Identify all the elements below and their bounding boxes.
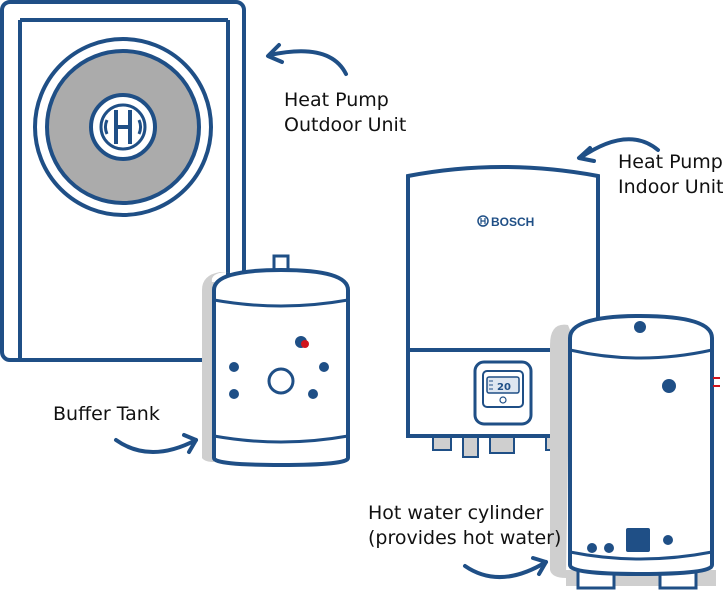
indoor-unit-label-line2: Indoor Unit [618, 176, 724, 198]
controller-screen [486, 376, 520, 394]
controller-display-value: 20 [497, 382, 511, 393]
cylinder-sensor [662, 379, 676, 393]
curved-arrow-icon [463, 556, 548, 579]
hot-water-cylinder [550, 313, 720, 590]
hot-water-cylinder-label-line2: (provides hot water) [368, 527, 562, 549]
hot-water-cylinder-label-line1: Hot water cylinder [368, 502, 544, 524]
buffer-tank-shadow [202, 272, 230, 462]
cylinder-port [604, 543, 614, 553]
cylinder-port [663, 535, 673, 545]
indoor-unit-label-line1: Heat Pump [618, 151, 723, 173]
buffer-tank-port [229, 389, 239, 399]
cylinder-port [587, 543, 597, 553]
bosch-logo-icon [89, 93, 157, 161]
cylinder-top-seam [569, 348, 713, 360]
indoor-unit-pipe-connectors [432, 436, 565, 458]
outdoor-unit-label: Heat Pump Outdoor Unit [284, 88, 406, 138]
buffer-tank-top-seam [213, 298, 349, 308]
heat-pump-outdoor-unit [0, 0, 246, 362]
indoor-unit-brand-text: BOSCH [491, 215, 534, 229]
curved-arrow-icon [114, 433, 198, 454]
bosch-logo-icon [477, 215, 489, 227]
buffer-tank-port [229, 362, 239, 372]
curved-arrow-icon [577, 137, 660, 163]
buffer-tank-label: Buffer Tank [53, 403, 160, 425]
cylinder-top-connector [634, 321, 646, 333]
cylinder-body [568, 313, 714, 577]
hot-water-cylinder-label: Hot water cylinder (provides hot water) [368, 501, 561, 551]
buffer-tank-port [319, 362, 329, 372]
outdoor-unit-label-line1: Heat Pump [284, 89, 389, 111]
buffer-tank [202, 254, 350, 468]
indoor-unit-brand-logo: BOSCH [477, 215, 534, 229]
curved-arrow-icon [266, 43, 348, 76]
cylinder-access-panel [626, 528, 650, 552]
indoor-unit-label: Heat Pump Indoor Unit [618, 150, 723, 200]
indoor-unit-controller: 20 [473, 360, 533, 426]
cylinder-bottom-seam [569, 550, 713, 561]
controller-dial [499, 396, 507, 404]
buffer-tank-red-indicator [301, 340, 309, 348]
cylinder-shadow [550, 324, 570, 578]
outdoor-unit-label-line2: Outdoor Unit [284, 114, 407, 136]
buffer-tank-gauge [267, 367, 295, 395]
buffer-tank-port [308, 389, 318, 399]
buffer-tank-bottom-seam [213, 434, 349, 444]
